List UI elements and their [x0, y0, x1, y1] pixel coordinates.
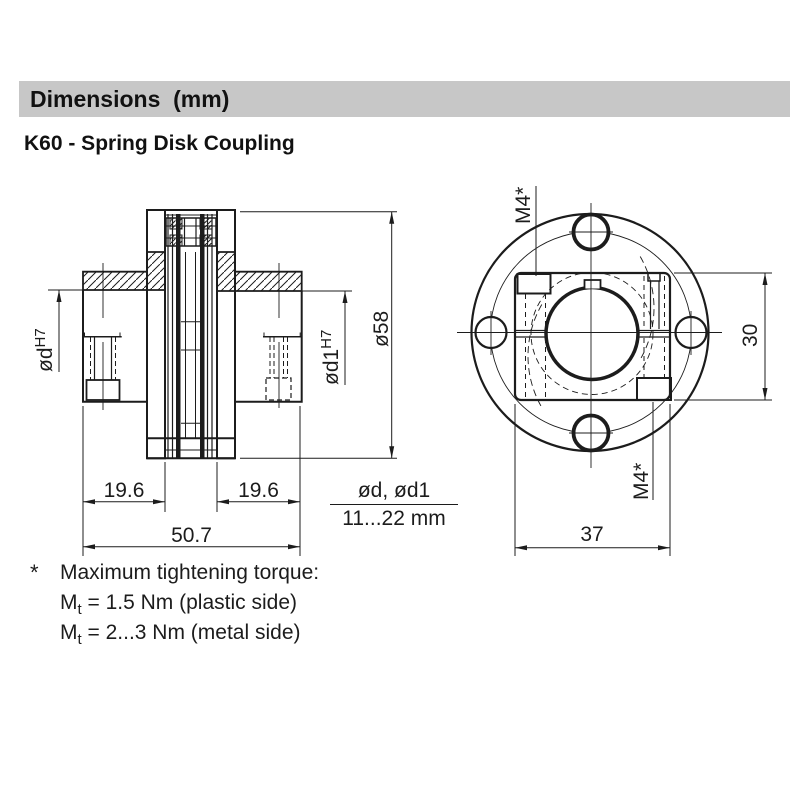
thread-label-bottom: M4* [630, 463, 653, 500]
dim-label-hub-length-right: 19.6 [238, 479, 279, 502]
hub-left-outline [82, 290, 147, 403]
bore-range-numerator: ød, ød1 [330, 479, 458, 505]
clamp-screw-right [263, 263, 302, 408]
dim-label-hub-length-left: 19.6 [104, 479, 145, 502]
thread-label-top: M4* [512, 187, 535, 224]
section-dimensions [48, 211, 397, 556]
hub-left-hatch [82, 251, 166, 291]
dim-label-outer-diameter: ø58 [370, 311, 393, 347]
screw-head-hidden [265, 377, 292, 401]
disk-arc-right [639, 256, 655, 360]
front-screw-top-left [516, 273, 552, 397]
screw-hole-notch [647, 272, 661, 282]
footnote: * Maximum tightening torque: Mt = 1.5 Nm… [30, 558, 319, 648]
spring-disk-pack [167, 214, 213, 458]
hub-right-outline [235, 291, 303, 403]
front-dimensions [514, 272, 772, 556]
centerlines [457, 203, 722, 468]
footnote-line-3: Mt = 2...3 Nm (metal side) [60, 621, 301, 649]
dim-label-hub-width: 37 [580, 523, 603, 546]
front-view: M4* M4* 30 37 [457, 186, 772, 556]
dim-label-bore-right: ød1H7 [318, 330, 343, 385]
dim-label-overall-length: 50.7 [171, 524, 212, 547]
clamp-screw-left [83, 263, 122, 410]
section-header-label: Dimensions (mm) [30, 86, 230, 112]
bottom-rim [147, 437, 235, 460]
footnote-lines: Maximum tightening torque: Mt = 1.5 Nm (… [60, 558, 319, 648]
screw-head-front [516, 273, 552, 295]
disk-arc-left [527, 304, 543, 408]
hidden-boss-circle [530, 272, 654, 395]
keyway [583, 279, 602, 289]
page-title: K60 - Spring Disk Coupling [24, 132, 295, 155]
flange-left [146, 209, 166, 460]
dim-label-bore-left: ødH7 [32, 328, 57, 372]
front-screw-bottom-right [636, 272, 672, 401]
spring-disk-dark [176, 214, 181, 458]
footnote-line-2: Mt = 1.5 Nm (plastic side) [60, 591, 297, 619]
footnote-marker: * [30, 560, 39, 585]
hub-right-hatch [216, 251, 303, 292]
footnote-line-1: Maximum tightening torque: [60, 561, 320, 584]
spring-disk-dark [200, 214, 205, 458]
bore-circle [544, 285, 640, 382]
dim-label-hub-height: 30 [739, 324, 762, 347]
bore-range-note: ød, ød1 11...22 mm [330, 479, 458, 531]
screw-head-front [636, 377, 672, 401]
section-header-bar: Dimensions (mm) [19, 81, 790, 117]
bore-range-denominator: 11...22 mm [342, 507, 446, 530]
bolt-sleeve [147, 209, 235, 247]
flange-right [216, 209, 236, 460]
clamp-slit [515, 329, 670, 338]
section-view: ødH7 ød1H7 ø58 19.6 19.6 50.7 [32, 209, 397, 556]
